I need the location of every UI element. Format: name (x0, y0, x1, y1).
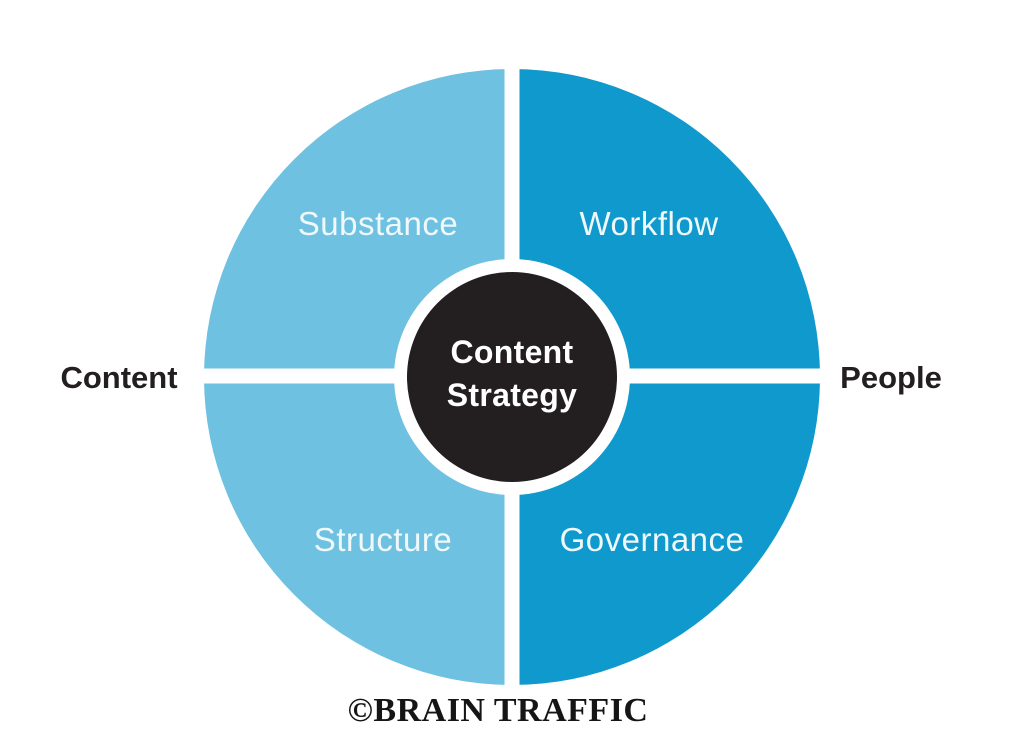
center-title-line1: Content (450, 334, 574, 370)
center-title: Content Strategy (447, 331, 577, 417)
axis-label-people: People (840, 360, 942, 395)
quadrant-label-structure: Structure (313, 521, 453, 558)
copyright-caption: ©BRAIN TRAFFIC (347, 692, 649, 729)
quadrant-label-substance: Substance (297, 205, 459, 242)
axis-label-content: Content (60, 360, 178, 395)
center-title-line2: Strategy (446, 377, 578, 413)
center-circle (407, 272, 617, 482)
quadrant-label-governance: Governance (559, 521, 745, 558)
quadrant-label-workflow: Workflow (579, 205, 719, 242)
